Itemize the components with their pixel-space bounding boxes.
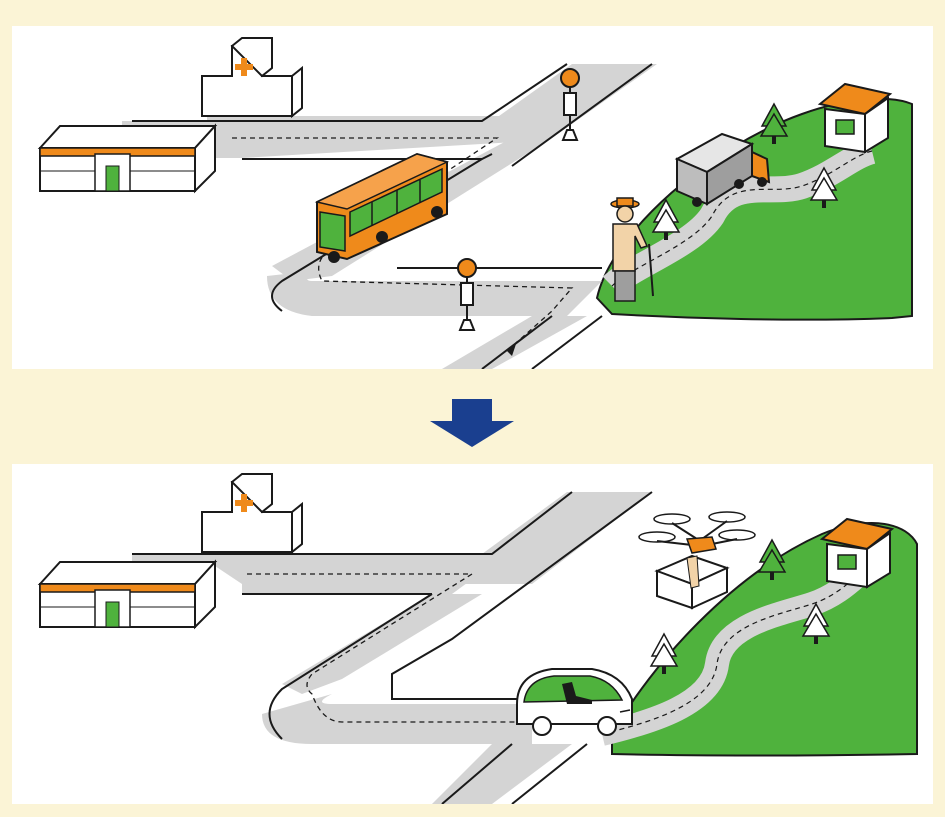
bus-stop-icon <box>560 68 580 141</box>
tree-icon <box>651 198 681 240</box>
tree-icon <box>801 602 831 644</box>
house-icon <box>819 517 895 589</box>
panel-current <box>12 26 933 369</box>
convenience-store-icon <box>37 123 218 194</box>
elderly-person-icon <box>610 197 654 302</box>
road-network <box>132 491 880 804</box>
route-arrow-head <box>507 341 517 356</box>
tree-icon <box>809 166 839 208</box>
house-icon <box>817 82 893 154</box>
down-arrow-icon <box>430 399 514 447</box>
delivery-drone-icon <box>638 511 756 554</box>
tree-icon <box>649 632 679 674</box>
convenience-store-icon <box>37 559 218 630</box>
tree-icon <box>759 102 789 144</box>
delivery-truck-icon <box>674 132 771 207</box>
transition-band <box>12 369 933 464</box>
bus-stop-icon <box>457 258 477 331</box>
tree-icon <box>757 538 787 580</box>
hospital-icon <box>201 37 303 119</box>
hospital-icon <box>201 473 303 555</box>
panel-future <box>12 464 933 804</box>
parcel-icon <box>654 554 730 610</box>
bus-icon <box>314 152 450 263</box>
autonomous-car-icon <box>516 668 633 736</box>
